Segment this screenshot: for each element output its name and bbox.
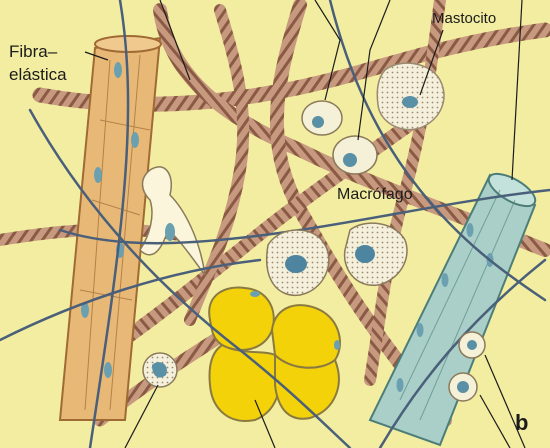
panel-letter: b (515, 412, 528, 434)
mastocyte-nucleus (402, 96, 418, 108)
fibroblast-nucleus (165, 223, 175, 241)
label-elastica: elástica (9, 66, 67, 83)
free-cell-lower-left (143, 353, 177, 387)
label-macrofago: Macrófago (337, 187, 413, 203)
label-fibra: Fibra– (9, 43, 57, 60)
label-mastocito: Mastocito (432, 11, 496, 26)
